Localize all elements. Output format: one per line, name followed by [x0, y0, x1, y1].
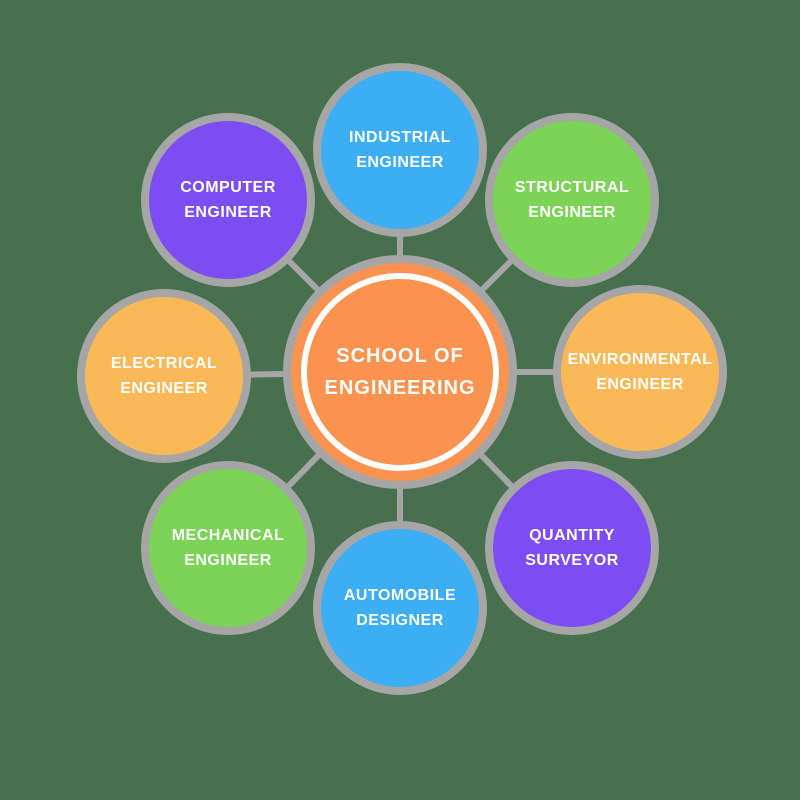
node-mechanical-engineer: MECHANICAL ENGINEER	[141, 461, 315, 635]
node-structural-engineer: STRUCTURAL ENGINEER	[485, 113, 659, 287]
node-industrial-engineer: INDUSTRIAL ENGINEER	[313, 63, 487, 237]
node-label-line1: MECHANICAL	[171, 527, 285, 544]
node-computer-engineer: COMPUTER ENGINEER	[141, 113, 315, 287]
node-quantity-surveyor: QUANTITY SURVEYOR	[485, 461, 659, 635]
node-label-line1: INDUSTRIAL	[349, 129, 451, 146]
hub-label-line2: ENGINEERING	[324, 377, 476, 399]
hub-label-line1: SCHOOL OF	[336, 345, 464, 367]
node-label-line2: ENGINEER	[528, 204, 616, 221]
node-label-line1: ENVIRONMENTAL	[567, 351, 713, 368]
node-label-line1: COMPUTER	[180, 179, 276, 196]
node-label-line1: ELECTRICAL	[110, 355, 218, 372]
node-label-line1: AUTOMOBILE	[343, 587, 457, 604]
node-label-line2: SURVEYOR	[525, 552, 619, 569]
node-label-line2: ENGINEER	[120, 380, 208, 397]
node-label-line1: STRUCTURAL	[514, 179, 630, 196]
node-electrical-engineer: ELECTRICAL ENGINEER	[77, 289, 251, 463]
node-label-line2: DESIGNER	[356, 612, 444, 629]
node-automobile-designer: AUTOMOBILE DESIGNER	[313, 521, 487, 695]
node-label-line2: ENGINEER	[184, 552, 272, 569]
node-label-line1: QUANTITY	[529, 527, 615, 544]
hub-circle: SCHOOL OF ENGINEERING	[283, 255, 517, 489]
node-environmental-engineer: ENVIRONMENTAL ENGINEER	[553, 285, 727, 459]
node-label-line2: ENGINEER	[184, 204, 272, 221]
node-label-line2: ENGINEER	[356, 154, 444, 171]
node-label-line2: ENGINEER	[596, 376, 684, 393]
